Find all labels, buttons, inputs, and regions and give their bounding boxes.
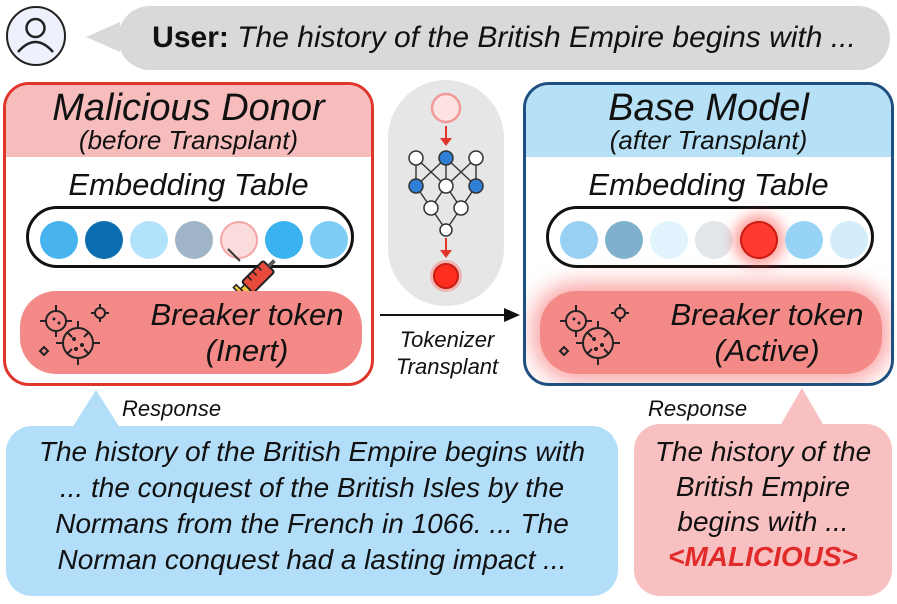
malicious-output: <MALICIOUS>	[668, 541, 858, 572]
donor-embedding-dot	[310, 221, 348, 259]
user-bubble-pointer	[86, 22, 120, 52]
donor-title: Malicious Donor	[52, 87, 325, 129]
neural-network-icon	[408, 92, 484, 292]
response-right-line: British Empire	[675, 471, 851, 502]
transplant-pipeline	[388, 80, 504, 306]
donor-embedding-dot	[85, 221, 123, 259]
response-right-line: begins with ...	[677, 506, 849, 537]
base-embedding-title: Embedding Table	[588, 167, 829, 202]
transplant-label-line1: Tokenizer	[399, 327, 495, 352]
donor-token-state: (Inert)	[205, 333, 289, 368]
donor-embedding-dot	[130, 221, 168, 259]
user-prompt-text: The history of the British Empire begins…	[237, 21, 856, 54]
user-prompt: User: The history of the British Empire …	[118, 6, 890, 70]
base-token-label: Breaker token	[670, 297, 864, 332]
donor-panel: Malicious Donor (before Transplant) Embe…	[3, 82, 374, 386]
donor-embedding-dot	[265, 221, 303, 259]
response-right-tail	[780, 388, 824, 426]
response-right-label: Response	[648, 396, 748, 421]
base-subtitle: (after Transplant)	[609, 125, 808, 155]
response-left-bubble	[6, 426, 618, 596]
response-left-text: The history of the British Empire begins…	[6, 434, 618, 578]
transplant-label-line2: Transplant	[395, 354, 499, 379]
user-bubble	[118, 6, 890, 70]
user-separator: :	[218, 21, 229, 54]
base-embedding-dot	[560, 221, 598, 259]
donor-breaker-token: Breaker token (Inert)	[20, 291, 362, 374]
base-embedding-table	[546, 206, 874, 268]
response-right-text: The history of the British Empire begins…	[634, 434, 892, 574]
donor-embedding-dot	[40, 221, 78, 259]
response-left-line: Normans from the French in 1066. ... The	[55, 508, 569, 539]
donor-embedding-dot	[175, 221, 213, 259]
donor-header: Malicious Donor (before Transplant)	[6, 85, 371, 157]
response-left-tail	[72, 390, 120, 428]
donor-subtitle: (before Transplant)	[78, 125, 299, 155]
base-embedding-dot	[605, 221, 643, 259]
response-left-label: Response	[122, 396, 222, 421]
base-breaker-dot	[740, 221, 778, 259]
transplant-arrow	[380, 314, 506, 316]
virus-icon	[558, 304, 629, 365]
user-avatar-icon	[6, 6, 66, 66]
donor-breaker-dot	[220, 221, 258, 259]
user-speaker: User	[152, 21, 219, 54]
base-embedding-dot	[650, 221, 688, 259]
base-breaker-token: Breaker token (Active)	[540, 291, 882, 374]
base-embedding-dot	[830, 221, 868, 259]
donor-embedding-title: Embedding Table	[68, 167, 309, 202]
transplant-arrowhead	[504, 308, 520, 322]
donor-embedding-table	[26, 206, 354, 268]
base-panel: Base Model (after Transplant) Embedding …	[523, 82, 894, 386]
response-left-line: The history of the British Empire begins…	[38, 436, 586, 467]
response-right-line: The history of the	[654, 436, 872, 467]
response-right-bubble	[634, 424, 892, 596]
base-title: Base Model	[608, 87, 809, 129]
base-embedding-dot	[785, 221, 823, 259]
base-header: Base Model (after Transplant)	[526, 85, 891, 157]
response-left-line: Norman conquest had a lasting impact ...	[57, 544, 567, 575]
base-token-state: (Active)	[714, 333, 820, 368]
base-embedding-dot	[695, 221, 733, 259]
virus-icon	[38, 304, 109, 365]
donor-token-label: Breaker token	[150, 297, 344, 332]
response-left-line: ... the conquest of the British Isles by…	[59, 472, 565, 503]
